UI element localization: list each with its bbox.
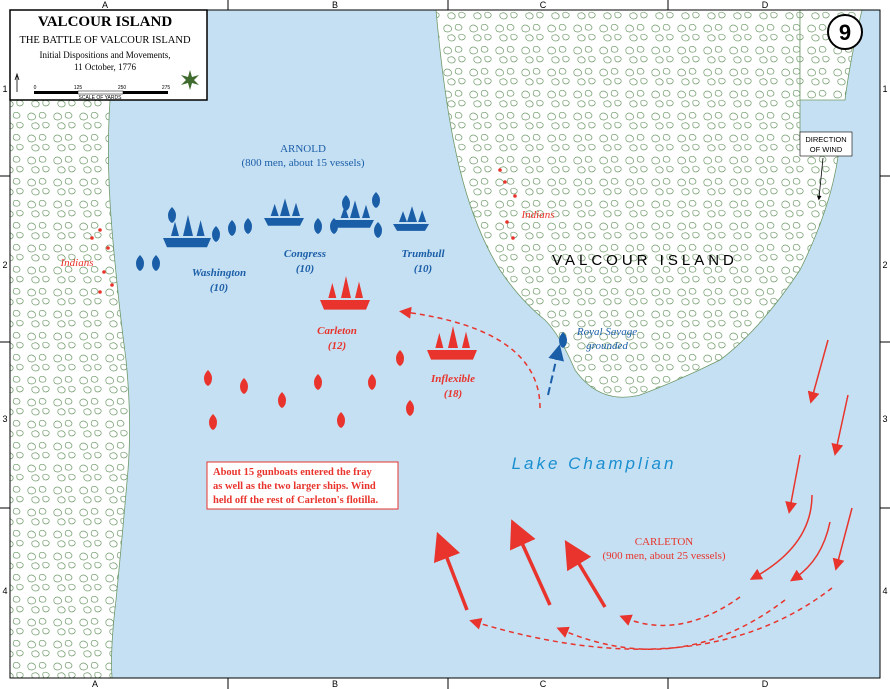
wind-box	[799, 131, 853, 157]
lake-champlain-label: Lake Champlian	[512, 454, 677, 473]
british-gunboat-icon	[337, 412, 345, 428]
arnold-title: ARNOLD	[280, 143, 326, 155]
inflexible-ship-icon	[427, 326, 477, 360]
grid-row-3: 3	[2, 414, 7, 424]
wind-label-line1: DIRECTION	[805, 135, 846, 144]
wind-direction-arrow-icon	[816, 157, 824, 201]
carleton-ship-icon	[320, 276, 370, 310]
inflexible-guns: (18)	[444, 388, 462, 400]
grid-col-d: D	[762, 0, 769, 10]
grid-col-b: B	[332, 0, 338, 10]
map-title: VALCOUR ISLAND	[38, 14, 173, 30]
washington-guns: (10)	[210, 282, 228, 294]
note-line-2: as well as the two larger ships. Wind	[213, 481, 376, 492]
carleton-ship-guns: (12)	[328, 340, 346, 352]
carleton-force-title: CARLETON	[635, 536, 694, 548]
scale-tick-0: 0	[34, 85, 37, 91]
british-gunboat-icon	[240, 378, 248, 394]
washington-ship-icon	[163, 214, 211, 248]
western-shore	[9, 99, 130, 679]
grid-row-4-right: 4	[882, 586, 887, 596]
grid-col-a-bottom: A	[92, 679, 98, 689]
british-gunboat-icon	[406, 400, 414, 416]
american-gunboat-icon	[374, 222, 382, 238]
american-gunboat-icon	[168, 207, 176, 223]
british-gunboat-icon	[314, 374, 322, 390]
map-subtitle: THE BATTLE OF VALCOUR ISLAND	[19, 35, 191, 46]
arnold-strength: (800 men, about 15 vessels)	[241, 157, 364, 169]
congress-guns: (10)	[296, 263, 314, 275]
american-gunboat-icon	[314, 218, 322, 234]
map-description-line2: 11 October, 1776	[74, 62, 137, 72]
british-gunboat-icon	[396, 350, 404, 366]
note-line-3: held off the rest of Carleton's flotilla…	[213, 495, 379, 506]
map-number: 9	[839, 20, 851, 45]
congress-ship-icon	[264, 198, 304, 226]
royal-savage-grounded: grounded	[586, 340, 628, 352]
grid-row-2-right: 2	[882, 260, 887, 270]
map-description-line1: Initial Dispositions and Movements,	[40, 50, 171, 60]
map-number-badge	[827, 14, 863, 50]
british-movements	[399, 306, 853, 650]
north-arrow-icon	[14, 72, 20, 92]
british-fleet	[204, 276, 477, 430]
note-box	[206, 461, 399, 510]
american-gunboat-icon	[244, 218, 252, 234]
wind-label-line2: OF WIND	[810, 145, 843, 154]
trumbull-guns: (10)	[414, 263, 432, 275]
compass-rose-icon	[181, 70, 199, 90]
indians-label-west: Indians	[60, 257, 94, 269]
grid-col-c: C	[540, 0, 547, 10]
trumbull-label: Trumbull	[402, 248, 446, 260]
grid-row-4: 4	[2, 586, 7, 596]
congress-label: Congress	[284, 248, 326, 260]
trumbull-ship-icon	[393, 206, 429, 231]
scale-tick-275: 275	[162, 85, 171, 91]
washington-label: Washington	[192, 267, 246, 279]
grid-col-b-bottom: B	[332, 679, 338, 689]
american-fleet	[136, 192, 567, 348]
indians-label-island: Indians	[521, 209, 555, 221]
grid-row-3-right: 3	[882, 414, 887, 424]
carleton-force-strength: (900 men, about 25 vessels)	[602, 550, 725, 562]
grid-row-2: 2	[2, 260, 7, 270]
british-gunboat-icon	[278, 392, 286, 408]
indian-positions	[90, 168, 517, 294]
american-gunboat-icon	[330, 218, 338, 234]
british-gunboat-icon	[368, 374, 376, 390]
legend-box: VALCOUR ISLAND THE BATTLE OF VALCOUR ISL…	[9, 9, 208, 101]
royal-savage-label: Royal Savage	[576, 326, 637, 338]
american-gunboat-icon	[372, 192, 380, 208]
royal-savage-track	[547, 344, 564, 396]
inflexible-label: Inflexible	[430, 373, 475, 385]
grid-col-c-bottom: C	[540, 679, 547, 689]
valcour-island	[435, 9, 841, 398]
scale-tick-125: 125	[74, 85, 83, 91]
american-gunboat-icon	[152, 255, 160, 271]
american-ship-icon	[334, 200, 374, 228]
grid-row-1: 1	[2, 84, 7, 94]
british-gunboat-icon	[209, 414, 217, 430]
british-gunboat-icon	[204, 370, 212, 386]
grid-col-a: A	[102, 0, 108, 10]
american-gunboat-icon	[136, 255, 144, 271]
american-gunboat-icon	[228, 220, 236, 236]
grid-col-d-bottom: D	[762, 679, 769, 689]
american-gunboat-icon	[342, 195, 350, 211]
royal-savage-icon	[559, 332, 567, 348]
american-gunboat-icon	[212, 226, 220, 242]
valcour-island-label: VALCOUR ISLAND	[552, 252, 738, 269]
note-line-1: About 15 gunboats entered the fray	[213, 467, 373, 478]
scale-tick-250: 250	[118, 85, 127, 91]
grid-row-1-right: 1	[882, 84, 887, 94]
scale-label: SCALE OF YARDS	[79, 95, 123, 101]
carleton-ship-label: Carleton	[317, 325, 357, 337]
